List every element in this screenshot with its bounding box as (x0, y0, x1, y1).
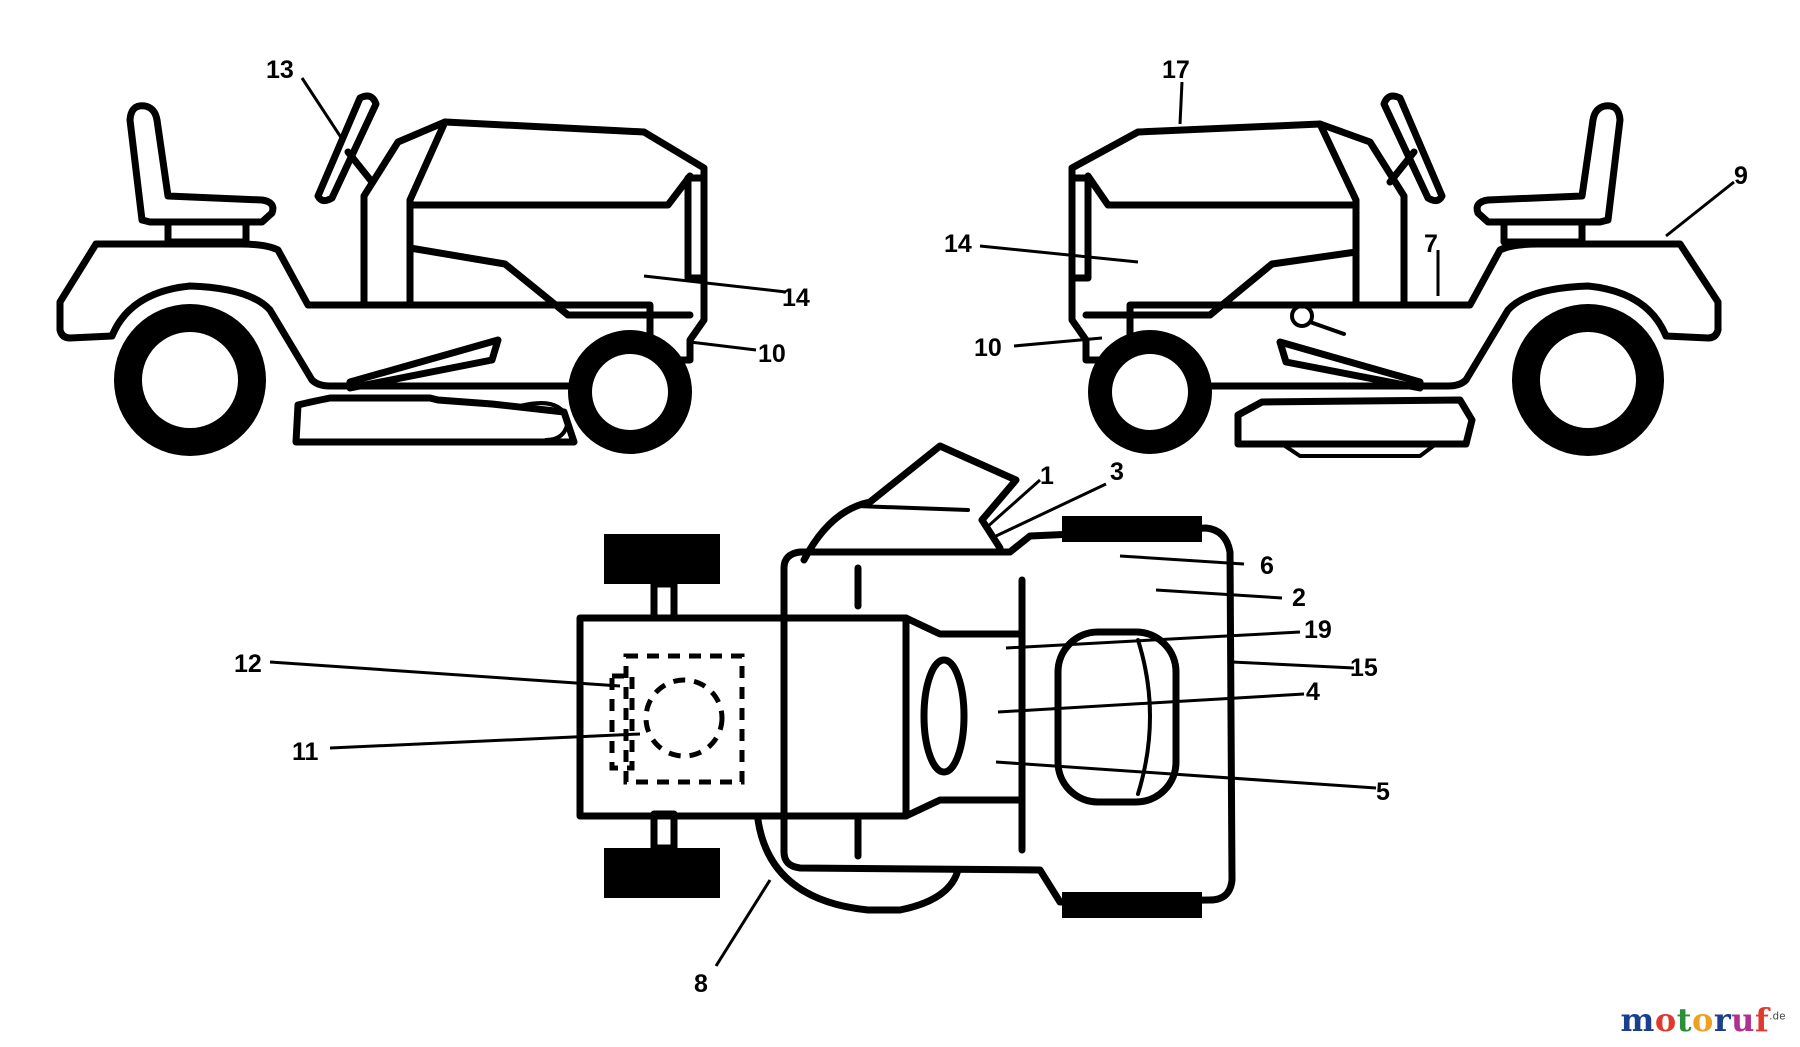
callout-7: 7 (1424, 230, 1438, 258)
callout-14-right: 14 (944, 230, 972, 258)
callout-17: 17 (1162, 56, 1190, 84)
callout-14-left: 14 (782, 284, 810, 312)
watermark-letter: r (1713, 1001, 1732, 1039)
callout-1: 1 (1040, 462, 1054, 490)
watermark-suffix: .de (1769, 1010, 1786, 1023)
callout-4: 4 (1306, 678, 1320, 706)
callout-10-left: 10 (758, 340, 786, 368)
callout-10-right: 10 (974, 334, 1002, 362)
callout-5: 5 (1376, 778, 1390, 806)
callout-9: 9 (1734, 162, 1748, 190)
tractor-top-view (576, 442, 1236, 918)
watermark-letter: f (1754, 1001, 1770, 1039)
watermark-letter: m (1620, 1001, 1655, 1039)
callout-15: 15 (1350, 654, 1378, 682)
watermark-letter: u (1731, 1001, 1755, 1039)
leader-lines (269, 77, 1735, 967)
callout-19: 19 (1304, 616, 1332, 644)
motoruf-watermark: motoruf.de (1620, 1001, 1786, 1039)
callout-8: 8 (694, 970, 708, 998)
callout-labels: 13 14 10 17 14 10 7 9 1 3 6 2 19 15 4 5 … (234, 56, 1748, 998)
callout-12: 12 (234, 650, 262, 678)
callout-13: 13 (266, 56, 294, 84)
watermark-letter: o (1654, 1001, 1677, 1039)
tractor-left-side-view (56, 92, 708, 456)
callout-3: 3 (1110, 458, 1124, 486)
callout-6: 6 (1260, 552, 1274, 580)
tractor-right-side-view (1068, 92, 1722, 458)
watermark-letter: t (1676, 1001, 1692, 1039)
callout-11: 11 (292, 738, 319, 766)
watermark-letter: o (1691, 1001, 1714, 1039)
callout-2: 2 (1292, 584, 1306, 612)
